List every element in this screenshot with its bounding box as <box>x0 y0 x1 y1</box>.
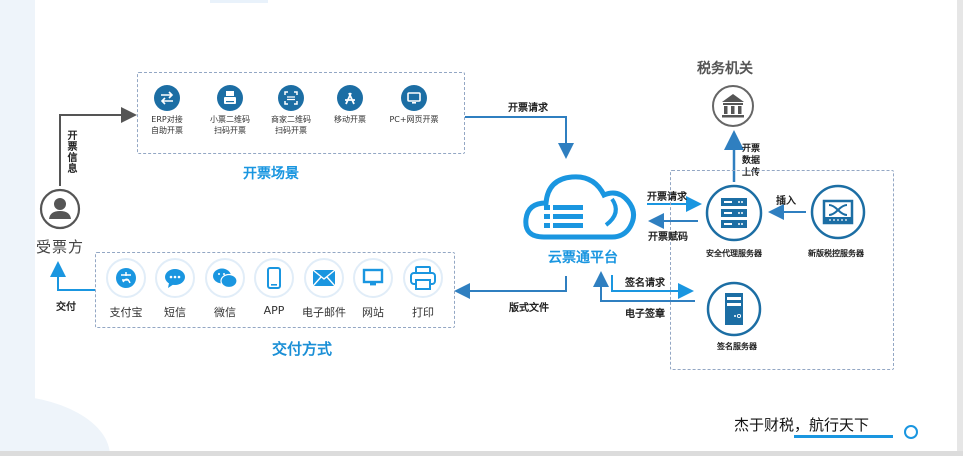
sms-icon <box>165 269 185 288</box>
user-icon <box>39 188 81 230</box>
scenario-item-pc-web[interactable]: PC+网页开票 <box>382 85 446 125</box>
delivery-label: 微信 <box>214 306 236 319</box>
label-invoice-info: 开票信息 <box>65 130 76 174</box>
delivery-item-alipay[interactable]: 支付宝 <box>104 258 148 320</box>
security-proxy-server-node[interactable] <box>704 183 764 243</box>
delivery-item-print[interactable]: 打印 <box>401 258 445 320</box>
tower-server-icon <box>706 281 762 337</box>
alipay-icon <box>116 268 136 288</box>
qr-scan-icon <box>278 85 304 111</box>
label-layout-file: 版式文件 <box>509 303 549 314</box>
label-invoice-code: 开票赋码 <box>648 232 688 243</box>
bank-building-icon <box>712 85 754 127</box>
monitor-icon <box>401 85 427 111</box>
scenario-item-erp[interactable]: ERP对接自助开票 <box>135 85 199 136</box>
background-band <box>0 0 35 456</box>
security-proxy-label: 安全代理服务器 <box>706 249 762 258</box>
scenario-item-merchant-qr[interactable]: 商家二维码扫码开票 <box>259 85 323 136</box>
receiver-label: 受票方 <box>36 238 85 256</box>
delivery-item-wechat[interactable]: 微信 <box>203 258 247 320</box>
erp-exchange-icon <box>154 85 180 111</box>
cloud-platform-node[interactable] <box>522 165 640 245</box>
wechat-icon <box>213 268 238 289</box>
scenario-label: PC+网页开票 <box>389 115 439 124</box>
delivery-label: 网站 <box>362 306 384 319</box>
delivery-label: 打印 <box>412 306 434 319</box>
arrow-invoice-request-top <box>465 116 574 159</box>
scenario-label: 小票二维码 <box>210 115 250 124</box>
delivery-box <box>95 252 455 328</box>
cloud-icon <box>523 174 636 240</box>
tax-control-device-icon <box>810 184 866 240</box>
arrow-invoice-info <box>59 107 137 186</box>
right-edge <box>957 0 963 456</box>
signature-server-node[interactable] <box>705 280 763 338</box>
scenarios-box <box>137 72 465 154</box>
server-box <box>670 170 894 370</box>
delivery-label: 电子邮件 <box>302 306 346 319</box>
scenario-item-receipt-qr[interactable]: 小票二维码扫码开票 <box>198 85 262 136</box>
website-icon <box>362 268 384 286</box>
scenario-label: 移动开票 <box>334 115 366 124</box>
footer-slogan: 杰于财税，航行天下 <box>734 416 870 434</box>
server-rack-icon <box>705 184 763 242</box>
arrow-sign-request <box>611 275 694 299</box>
scenario-label: ERP对接 <box>151 115 183 124</box>
delivery-item-email[interactable]: 电子邮件 <box>302 258 346 320</box>
label-e-seal: 电子签章 <box>625 309 665 320</box>
phone-icon <box>267 267 281 289</box>
delivery-label: 短信 <box>164 306 186 319</box>
label-delivery: 交付 <box>56 302 76 313</box>
delivery-title: 交付方式 <box>272 340 333 358</box>
app-store-icon <box>337 85 363 111</box>
printer-icon <box>410 266 436 290</box>
platform-label: 云票通平台 <box>548 250 618 266</box>
tax-authority-node[interactable] <box>711 84 755 128</box>
label-plug-in: 插入 <box>776 196 796 207</box>
label-invoice-request-top: 开票请求 <box>508 103 548 114</box>
receipt-printer-icon <box>217 85 243 111</box>
scenarios-title: 开票场景 <box>243 166 299 182</box>
delivery-item-website[interactable]: 网站 <box>351 258 395 320</box>
background-accent <box>210 0 268 3</box>
slogan-circle-icon <box>904 425 918 439</box>
delivery-label: 支付宝 <box>109 306 143 319</box>
scenario-label: 扫码开票 <box>214 126 246 135</box>
delivery-label: APP <box>263 304 285 317</box>
label-sign-request: 签名请求 <box>625 278 665 289</box>
slogan-underline <box>794 435 893 438</box>
label-invoice-request-right: 开票请求 <box>647 192 687 203</box>
tax-control-server-node[interactable] <box>809 183 867 241</box>
signature-server-label: 签名服务器 <box>717 342 757 351</box>
tax-authority-label: 税务机关 <box>697 61 753 77</box>
arrow-layout-file <box>454 276 567 299</box>
delivery-item-sms[interactable]: 短信 <box>153 258 197 320</box>
scenario-label: 商家二维码 <box>271 115 311 124</box>
email-icon <box>312 269 336 287</box>
scenario-item-mobile[interactable]: 移动开票 <box>318 85 382 125</box>
scenario-label: 扫码开票 <box>275 126 307 135</box>
tax-control-label: 新版税控服务器 <box>808 249 864 258</box>
arrow-e-seal <box>593 271 695 302</box>
arrow-delivery <box>50 261 95 291</box>
delivery-item-app[interactable]: APP <box>252 258 296 317</box>
bottom-edge <box>0 451 963 456</box>
receiver-node[interactable] <box>39 188 81 230</box>
label-upload-data: 开票数据上传 <box>742 144 761 178</box>
scenario-label: 自助开票 <box>151 126 183 135</box>
